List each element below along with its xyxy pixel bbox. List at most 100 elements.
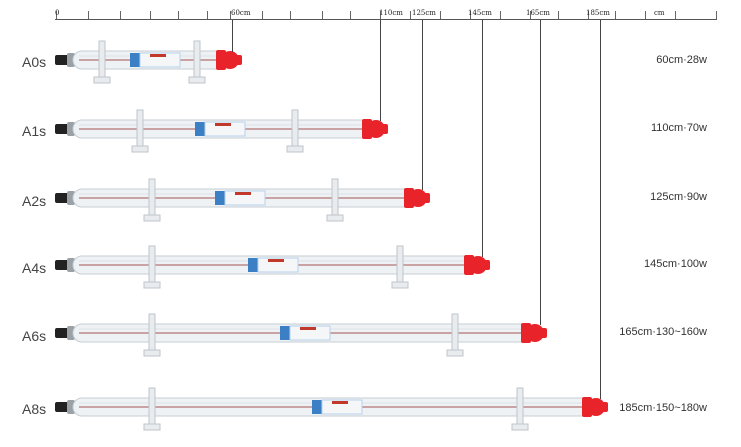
- model-label-a1s: A1s: [22, 123, 47, 139]
- tube-mount-foot: [326, 214, 344, 222]
- ruler-mark-110: 110cm: [379, 9, 403, 17]
- tube-output-nozzle: [234, 55, 242, 65]
- tube-rear-connector: [55, 55, 69, 65]
- tube-output-cap: [526, 324, 544, 342]
- ruler-tick: [530, 11, 531, 19]
- ruler-tick: [88, 11, 89, 19]
- tube-rear-fitting: [67, 122, 75, 136]
- model-label-a0s: A0s: [22, 54, 47, 70]
- spec-label-a1s: 110cm·70w: [650, 122, 707, 134]
- tube-output-cap: [367, 120, 385, 138]
- ruler-tick: [440, 11, 441, 19]
- ruler-tick: [290, 11, 291, 19]
- tube-output-nozzle: [380, 124, 388, 134]
- spec-label-a2s: 125cm·90w: [650, 191, 707, 203]
- ruler-tick: [470, 11, 471, 19]
- ruler-tick: [262, 11, 263, 19]
- tube-label-sticker-blue: [280, 326, 290, 340]
- tube-mount-foot: [143, 281, 161, 289]
- ruler-tick: [56, 11, 57, 19]
- ruler-tick: [410, 11, 411, 19]
- tube-rear-fitting: [67, 326, 75, 340]
- ruler-mark-185: 185cm: [586, 9, 610, 17]
- tube-output-cap: [587, 398, 605, 416]
- tube-rear-connector: [55, 193, 69, 203]
- tube-output-cap: [469, 256, 487, 274]
- tube-label-warning: [268, 259, 284, 262]
- tube-mount-foot: [188, 76, 206, 84]
- ruler-start-label: 0: [55, 9, 60, 17]
- tube-mount-foot: [391, 281, 409, 289]
- tube-label-warning: [150, 54, 166, 57]
- ruler-tick: [380, 11, 381, 19]
- spec-label-a4s: 145cm·100w: [644, 258, 707, 270]
- length-marker-a1s: [380, 20, 381, 121]
- tube-label-sticker-blue: [312, 400, 322, 414]
- ruler-mark-165: 165cm: [526, 9, 550, 17]
- ruler-tick: [500, 11, 501, 19]
- ruler-mark-60: 60cm: [231, 9, 251, 17]
- ruler-tick: [558, 11, 559, 19]
- ruler-tick: [207, 11, 208, 19]
- tube-mount-foot: [511, 423, 529, 431]
- tube-output-nozzle: [482, 260, 490, 270]
- length-marker-a0s: [232, 20, 233, 52]
- tube-label-sticker-blue: [248, 258, 258, 272]
- ruler-unit-label: cm: [654, 9, 665, 17]
- ruler-tick: [230, 11, 231, 19]
- ruler-mark-125: 125cm: [412, 9, 436, 17]
- tube-rear-connector: [55, 124, 69, 134]
- tube-mount-foot: [143, 349, 161, 357]
- tube-output-cap: [409, 189, 427, 207]
- tube-label-warning: [300, 327, 316, 330]
- tube-output-nozzle: [422, 193, 430, 203]
- tube-rear-connector: [55, 402, 69, 412]
- ruler-tick: [178, 11, 179, 19]
- tube-rear-fitting: [67, 53, 75, 67]
- spec-label-a0s: 60cm·28w: [656, 54, 707, 66]
- ruler-tick: [120, 11, 121, 19]
- tube-mount-foot: [286, 145, 304, 153]
- ruler-tick: [150, 11, 151, 19]
- ruler-tick: [350, 11, 351, 19]
- ruler-tick: [716, 11, 717, 19]
- tube-rear-connector: [55, 260, 69, 270]
- tube-label-warning: [235, 192, 251, 195]
- ruler-mark-145: 145cm: [468, 9, 492, 17]
- ruler-tick: [615, 11, 616, 19]
- model-label-a8s: A8s: [22, 401, 47, 417]
- tube-label-warning: [215, 123, 231, 126]
- tube-output-cap: [221, 51, 239, 69]
- ruler-line: [55, 19, 717, 20]
- tube-label-sticker-blue: [195, 122, 205, 136]
- model-label-a2s: A2s: [22, 193, 47, 209]
- length-marker-a4s: [482, 20, 483, 257]
- tube-rear-fitting: [67, 191, 75, 205]
- length-marker-a2s: [422, 20, 423, 190]
- model-label-a6s: A6s: [22, 328, 47, 344]
- tube-mount-foot: [446, 349, 464, 357]
- tube-mount-foot: [93, 76, 111, 84]
- tube-mount-foot: [143, 214, 161, 222]
- tube-output-nozzle: [600, 402, 608, 412]
- tube-mount-foot: [131, 145, 149, 153]
- length-marker-a8s: [600, 20, 601, 399]
- ruler-tick: [322, 11, 323, 19]
- tube-rear-fitting: [67, 400, 75, 414]
- tube-rear-connector: [55, 328, 69, 338]
- tube-mount-foot: [143, 423, 161, 431]
- tube-label-sticker-blue: [130, 53, 140, 67]
- tube-rear-fitting: [67, 258, 75, 272]
- ruler-tick: [645, 11, 646, 19]
- model-label-a4s: A4s: [22, 260, 47, 276]
- spec-label-a8s: 185cm·150~180w: [619, 402, 707, 414]
- spec-label-a6s: 165cm·130~160w: [619, 326, 707, 338]
- length-marker-a6s: [540, 20, 541, 325]
